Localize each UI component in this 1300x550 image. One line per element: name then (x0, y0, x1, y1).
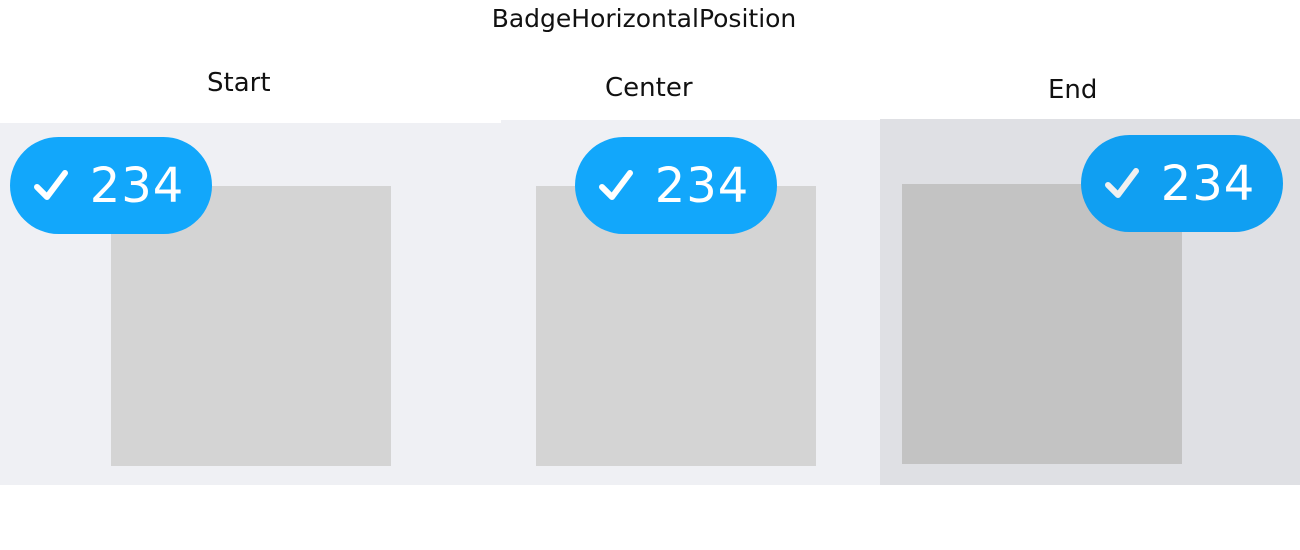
panel-center[interactable]: 234 (501, 120, 880, 485)
checkmark-icon (598, 169, 633, 203)
badge-count: 234 (654, 157, 750, 214)
badge-start: 234 (10, 137, 212, 234)
checkmark-icon (1104, 167, 1139, 201)
panel-start[interactable]: 234 (0, 123, 501, 485)
page-title: BadgeHorizontalPosition (491, 4, 797, 33)
checkmark-icon (33, 169, 68, 203)
panel-end[interactable]: 234 (880, 119, 1300, 485)
column-label-start: Start (207, 68, 271, 98)
badge-count: 234 (1160, 155, 1256, 212)
badge-end: 234 (1081, 135, 1283, 232)
badge-center: 234 (575, 137, 777, 234)
column-label-end: End (1048, 75, 1098, 105)
column-label-center: Center (605, 73, 693, 103)
badge-count: 234 (89, 157, 185, 214)
